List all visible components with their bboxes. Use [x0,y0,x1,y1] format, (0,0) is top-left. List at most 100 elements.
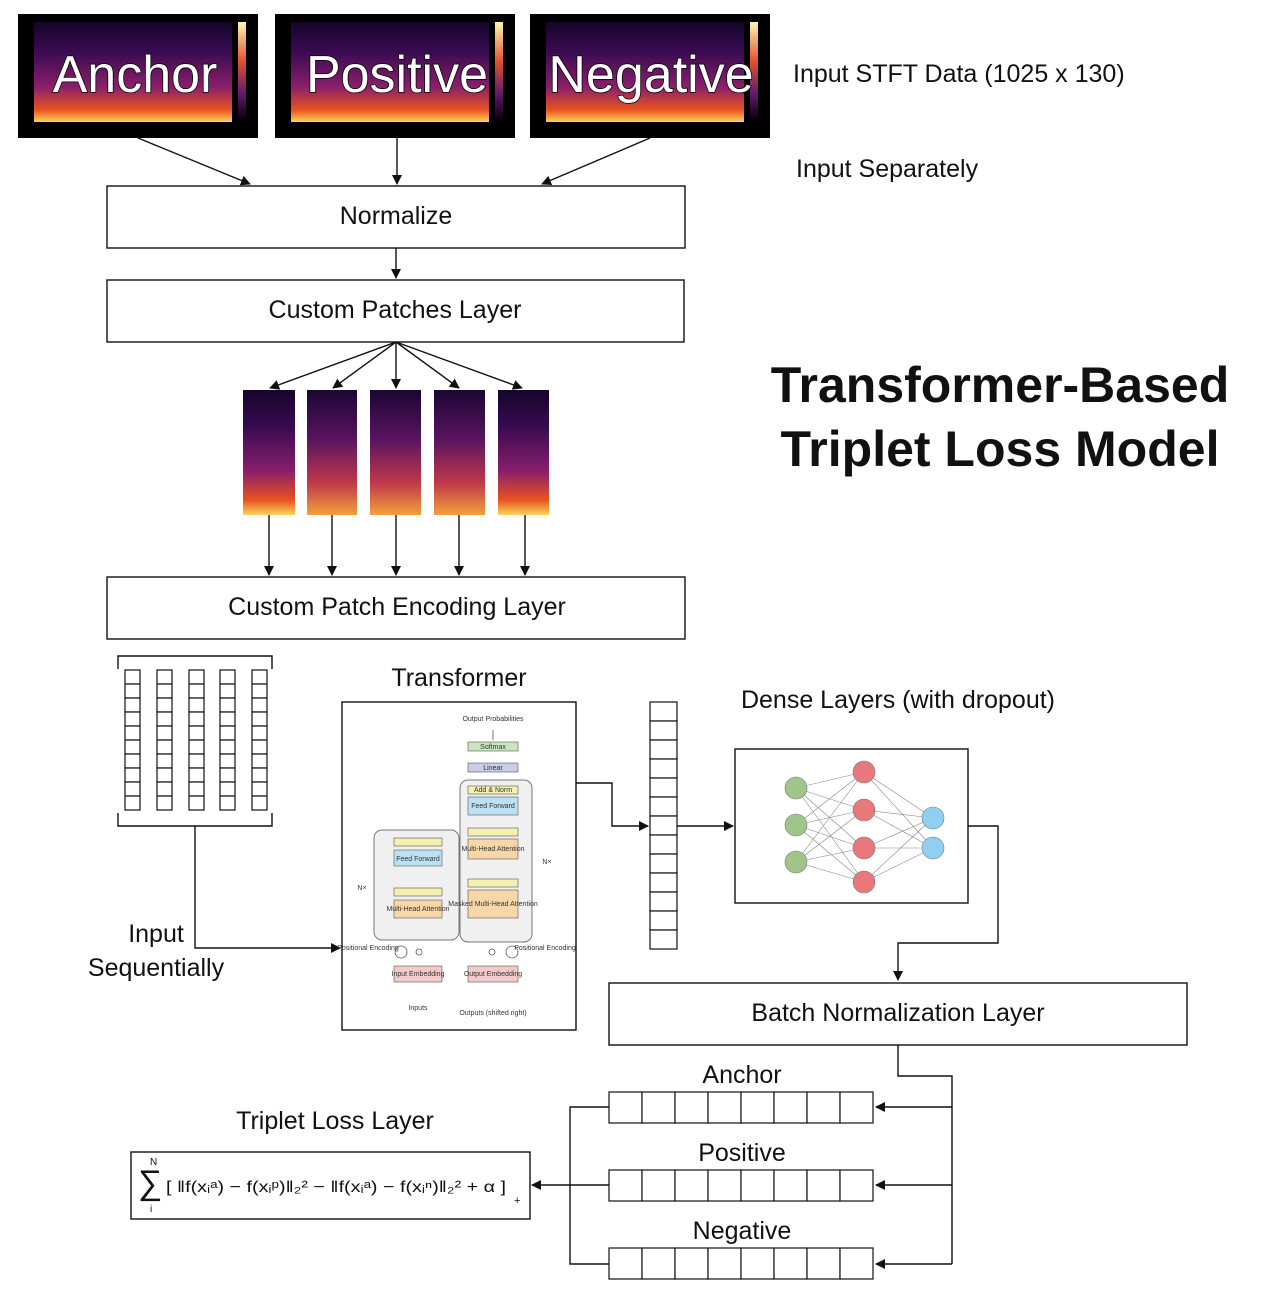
nn-hidden-node [852,870,876,894]
embedding-vector-cell [740,1169,775,1202]
tf-nx-right: N× [542,859,551,866]
triplet-loss-label: Triplet Loss Layer [236,1107,434,1135]
sum-lower-limit: i [150,1204,152,1215]
embedding-cell [124,683,141,699]
output-vector-cell [649,758,678,779]
embedding-vector-cell [707,1247,742,1280]
embedding-cell [219,739,236,755]
embedding-cell [156,697,173,713]
formula-plus-subscript: + [514,1195,520,1207]
sum-upper-limit: N [150,1157,157,1168]
embedding-vector-cell [608,1247,643,1280]
normalize-layer: Normalize [106,185,686,249]
transformer-label: Transformer [391,664,526,692]
embedding-cell [124,669,141,685]
embedding-cell [156,767,173,783]
embedding-cell [219,767,236,783]
embedding-label-anchor: Anchor [702,1061,781,1089]
input-sequentially-line2: Sequentially [88,954,225,982]
batch-norm-label: Batch Normalization Layer [751,999,1044,1027]
output-vector-cell [649,701,678,722]
dense-network [734,748,969,904]
patch-images [243,390,549,515]
embedding-cell [124,711,141,727]
embedding-cell [188,739,205,755]
nn-input-node [784,813,808,837]
embedding-cell [124,767,141,783]
embedding-cell [156,669,173,685]
embedding-cell [156,781,173,797]
embedding-vector-cell [707,1169,742,1202]
input-separately-label: Input Separately [796,155,979,183]
embedding-cell [188,725,205,741]
tf-enc-feed-forward: Feed Forward [396,856,440,863]
embedding-cell [219,795,236,811]
tf-enc-multi-head: Multi-Head Attention [386,906,449,913]
embedding-cell [124,725,141,741]
embedding-cell [156,795,173,811]
embedding-vector-cell [839,1247,874,1280]
diagram-title-line1: Transformer-Based [771,357,1230,413]
nn-hidden-node [852,836,876,860]
output-vector-cell [649,891,678,912]
embedding-cell [219,711,236,727]
patch-2 [307,390,357,515]
embedding-cell [219,697,236,713]
embedding-cell [156,683,173,699]
embedding-cell [251,753,268,769]
embedding-cell [188,683,205,699]
embedding-vector-cell [608,1091,643,1124]
input-sequentially-line1: Input [128,920,184,948]
transformer-output-vector [649,701,678,950]
spectrogram-negative: Negative [530,14,770,138]
embedding-cell [188,753,205,769]
tf-softmax: Softmax [480,744,506,751]
embedding-vector-cell [773,1091,808,1124]
triplet-loss-formula: [ ‖f(xᵢᵃ) − f(xᵢᵖ)‖₂² − ‖f(xᵢᵃ) − f(xᵢⁿ)… [166,1179,506,1196]
tf-positional-enc-right: Positional Encoding [514,945,576,952]
tf-inputs: Inputs [408,1005,428,1012]
embedding-vectors [608,1091,874,1280]
embedding-vector-cell [674,1169,709,1202]
spectrogram-anchor: Anchor [18,14,258,138]
nn-hidden-node [852,760,876,784]
embedding-cell [124,781,141,797]
tf-positional-enc-left: Positional Encoding [337,945,399,952]
embedding-vector-cell [839,1169,874,1202]
nn-hidden-node [852,798,876,822]
embedding-cell [251,795,268,811]
batch-norm-layer: Batch Normalization Layer [608,982,1188,1046]
embedding-cell [251,669,268,685]
transformer-block: Output Probabilities Softmax Linear Add … [337,701,577,1031]
embedding-cell [156,725,173,741]
embedding-vector-cell [608,1169,643,1202]
normalize-label: Normalize [340,202,453,230]
embedding-cell [251,739,268,755]
patch-1 [243,390,295,515]
embedding-cell [124,795,141,811]
embedding-cell [124,697,141,713]
embedding-vector-cell [740,1091,775,1124]
tf-outputs: Outputs (shifted right) [459,1010,526,1017]
embedding-cell [188,669,205,685]
embedding-cell [156,711,173,727]
patch-encoding-label: Custom Patch Encoding Layer [228,593,566,621]
embedding-cell [156,753,173,769]
output-vector-cell [649,777,678,798]
embedding-vector-cell [674,1247,709,1280]
spectrogram-label-positive: Positive [306,46,488,104]
spectrogram-label-anchor: Anchor [53,46,218,104]
embedding-cell [251,781,268,797]
stft-input-label: Input STFT Data (1025 x 130) [793,60,1125,88]
output-vector-cell [649,739,678,760]
output-vector-cell [649,910,678,931]
embedding-cell [251,767,268,783]
embedding-cell [124,753,141,769]
embedding-vector-cell [674,1091,709,1124]
nn-input-node [784,776,808,800]
tf-add-norm: Add & Norm [474,787,512,794]
patches-label: Custom Patches Layer [269,296,522,324]
tf-nx-left: N× [357,885,366,892]
tf-linear: Linear [483,765,503,772]
patch-encoding-layer: Custom Patch Encoding Layer [106,576,686,640]
